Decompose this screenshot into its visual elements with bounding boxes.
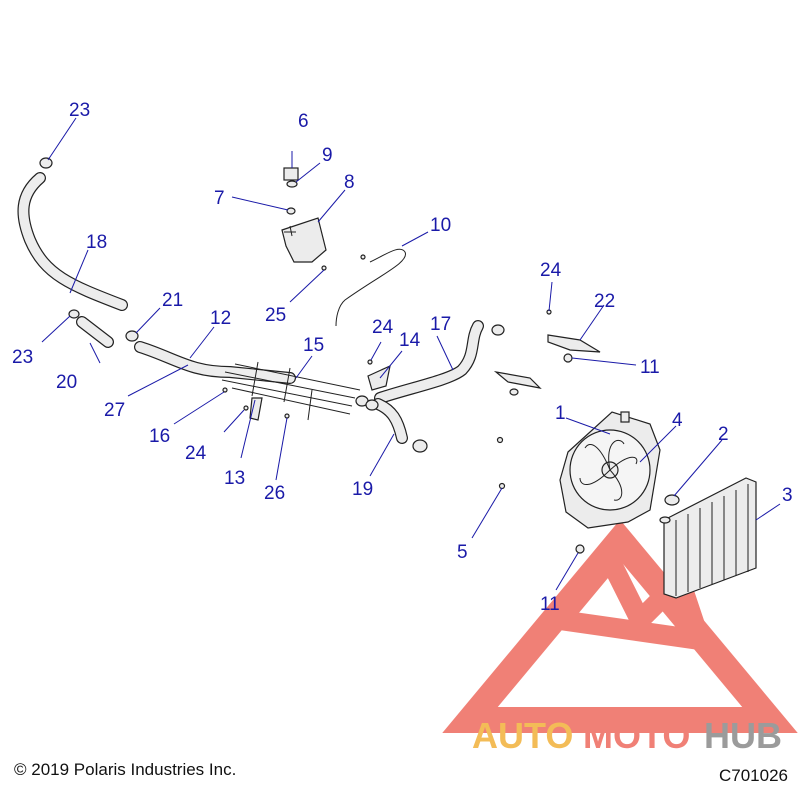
coolant-reservoir-8 xyxy=(281,217,327,263)
callout-14: 14 xyxy=(399,330,421,351)
callout-18: 18 xyxy=(86,232,107,253)
hose-12 xyxy=(134,341,296,384)
copyright-notice: © 2019 Polaris Industries Inc. xyxy=(14,760,237,779)
callout-19: 19 xyxy=(352,479,373,500)
callout-6: 6 xyxy=(298,111,309,132)
watermark-text-hub: HUB xyxy=(704,715,782,756)
callout-23-top: 23 xyxy=(69,100,90,121)
callout-4: 4 xyxy=(672,410,683,431)
callout-9: 9 xyxy=(322,145,333,166)
watermark-text-auto: AUTO xyxy=(472,715,573,756)
callout-3: 3 xyxy=(782,485,793,506)
callout-8: 8 xyxy=(344,172,355,193)
bracket-13 xyxy=(249,397,263,421)
hose-19 xyxy=(372,398,428,453)
bracket-lower-right xyxy=(493,371,542,396)
callout-13: 13 xyxy=(224,468,245,489)
radiator-cap-2 xyxy=(659,494,680,524)
bracket-22 xyxy=(547,334,601,353)
callout-10: 10 xyxy=(430,215,451,236)
fan-blades-4 xyxy=(579,439,638,501)
callout-2: 2 xyxy=(718,424,729,445)
grommet-7 xyxy=(286,207,296,215)
callout-12: 12 xyxy=(210,308,231,329)
overflow-hose-10 xyxy=(335,248,406,327)
hose-18 xyxy=(17,172,128,311)
hose-20 xyxy=(76,316,114,348)
callout-21: 21 xyxy=(162,290,183,311)
callout-1: 1 xyxy=(555,403,566,424)
callout-22: 22 xyxy=(594,291,615,312)
callout-15: 15 xyxy=(303,335,324,356)
callout-20: 20 xyxy=(56,372,77,393)
fasteners xyxy=(222,254,585,554)
coolant-tubes-15 xyxy=(221,361,361,421)
fan-connector xyxy=(620,411,630,423)
callout-23-lower: 23 xyxy=(12,347,33,368)
leader-lines xyxy=(41,117,781,591)
callout-24-right: 24 xyxy=(540,260,562,281)
clamp-23-lower xyxy=(68,309,80,319)
callout-17: 17 xyxy=(430,314,451,335)
callout-5: 5 xyxy=(457,542,468,563)
watermark-logo: AUTO MOTO HUB xyxy=(442,519,798,756)
callout-26: 26 xyxy=(264,483,285,504)
clamp-21 xyxy=(125,330,139,342)
callout-7: 7 xyxy=(214,188,225,209)
callout-24-mid: 24 xyxy=(372,317,394,338)
callout-11-upper: 11 xyxy=(640,357,660,378)
callout-16: 16 xyxy=(149,426,170,447)
clamp-9 xyxy=(286,180,298,188)
callout-24-left: 24 xyxy=(185,443,207,464)
drawing-number: C701026 xyxy=(718,766,788,785)
callout-27: 27 xyxy=(104,400,125,421)
reservoir-cap-6 xyxy=(283,167,299,181)
radiator-3 xyxy=(663,477,757,599)
callout-labels: 23 18 23 20 21 12 27 16 24 13 26 15 14 2… xyxy=(12,100,793,615)
hose-clamps-mid xyxy=(355,324,505,411)
callout-25: 25 xyxy=(265,305,286,326)
watermark-text-moto: MOTO xyxy=(583,715,690,756)
callout-11-lower: 11 xyxy=(540,594,560,615)
hose-17 xyxy=(374,320,484,404)
clamp-23-top xyxy=(39,157,53,169)
